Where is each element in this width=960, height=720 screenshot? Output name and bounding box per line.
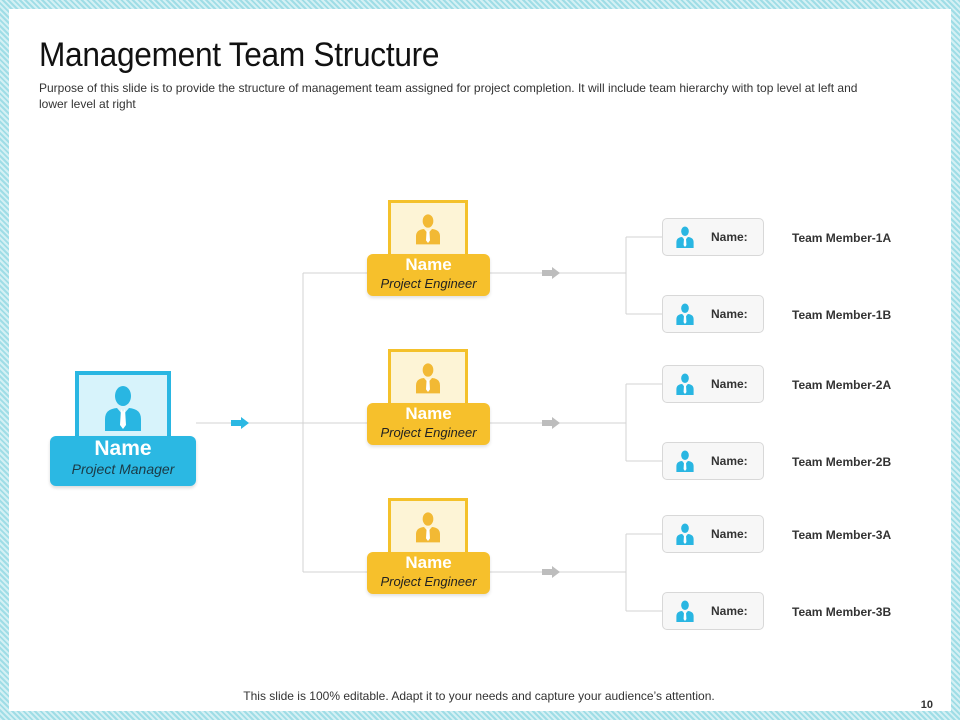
engineer-2-photo-frame <box>388 349 468 409</box>
member-box-1a: Name: <box>662 218 764 256</box>
manager-photo-frame <box>75 371 171 441</box>
person-icon <box>416 363 440 394</box>
person-icon <box>676 226 694 248</box>
manager-card: Name Project Manager <box>50 436 196 486</box>
member-box-2b: Name: <box>662 442 764 480</box>
member-name-3b: Team Member-3B <box>792 605 892 619</box>
engineer-1-name: Name <box>405 255 452 274</box>
person-icon <box>676 303 694 325</box>
engineer-3-role: Project Engineer <box>380 574 477 589</box>
engineer-1-photo-frame <box>388 200 468 260</box>
engineer-1-card: Name Project Engineer <box>367 254 490 296</box>
page-number: 10 <box>920 699 933 711</box>
engineer-1-role: Project Engineer <box>380 276 477 291</box>
person-icon <box>416 214 440 245</box>
person-icon <box>676 373 694 395</box>
engineer-2-name: Name <box>405 404 452 423</box>
member-label: Name: <box>711 454 748 468</box>
manager-name: Name <box>94 437 152 460</box>
member-box-2a: Name: <box>662 365 764 403</box>
member-box-3b: Name: <box>662 592 764 630</box>
member-name-2a: Team Member-2A <box>792 378 892 392</box>
member-label: Name: <box>711 604 748 618</box>
slide-title: Management Team Structure <box>39 36 440 74</box>
arrow-right-icon <box>542 267 560 279</box>
person-icon <box>676 450 694 472</box>
member-label: Name: <box>711 377 748 391</box>
engineer-3-photo-frame <box>388 498 468 558</box>
engineer-2-role: Project Engineer <box>380 425 477 440</box>
slide-canvas <box>9 9 951 711</box>
arrow-right-icon <box>542 566 560 578</box>
engineer-2-card: Name Project Engineer <box>367 403 490 445</box>
member-name-1a: Team Member-1A <box>792 231 892 245</box>
member-name-1b: Team Member-1B <box>792 308 892 322</box>
arrow-right-icon <box>542 417 560 429</box>
manager-role: Project Manager <box>71 461 175 477</box>
arrow-right-icon <box>231 417 249 429</box>
member-name-3a: Team Member-3A <box>792 528 892 542</box>
member-label: Name: <box>711 307 748 321</box>
person-icon <box>676 523 694 545</box>
engineer-3-card: Name Project Engineer <box>367 552 490 594</box>
member-label: Name: <box>711 527 748 541</box>
member-name-2b: Team Member-2B <box>792 455 892 469</box>
slide-footer: This slide is 100% editable. Adapt it to… <box>243 689 715 703</box>
member-box-1b: Name: <box>662 295 764 333</box>
slide-subtitle: Purpose of this slide is to provide the … <box>39 81 858 111</box>
person-icon <box>416 512 440 543</box>
person-icon <box>676 600 694 622</box>
member-label: Name: <box>711 230 748 244</box>
person-icon <box>105 386 141 431</box>
engineer-3-name: Name <box>405 553 452 572</box>
member-box-3a: Name: <box>662 515 764 553</box>
